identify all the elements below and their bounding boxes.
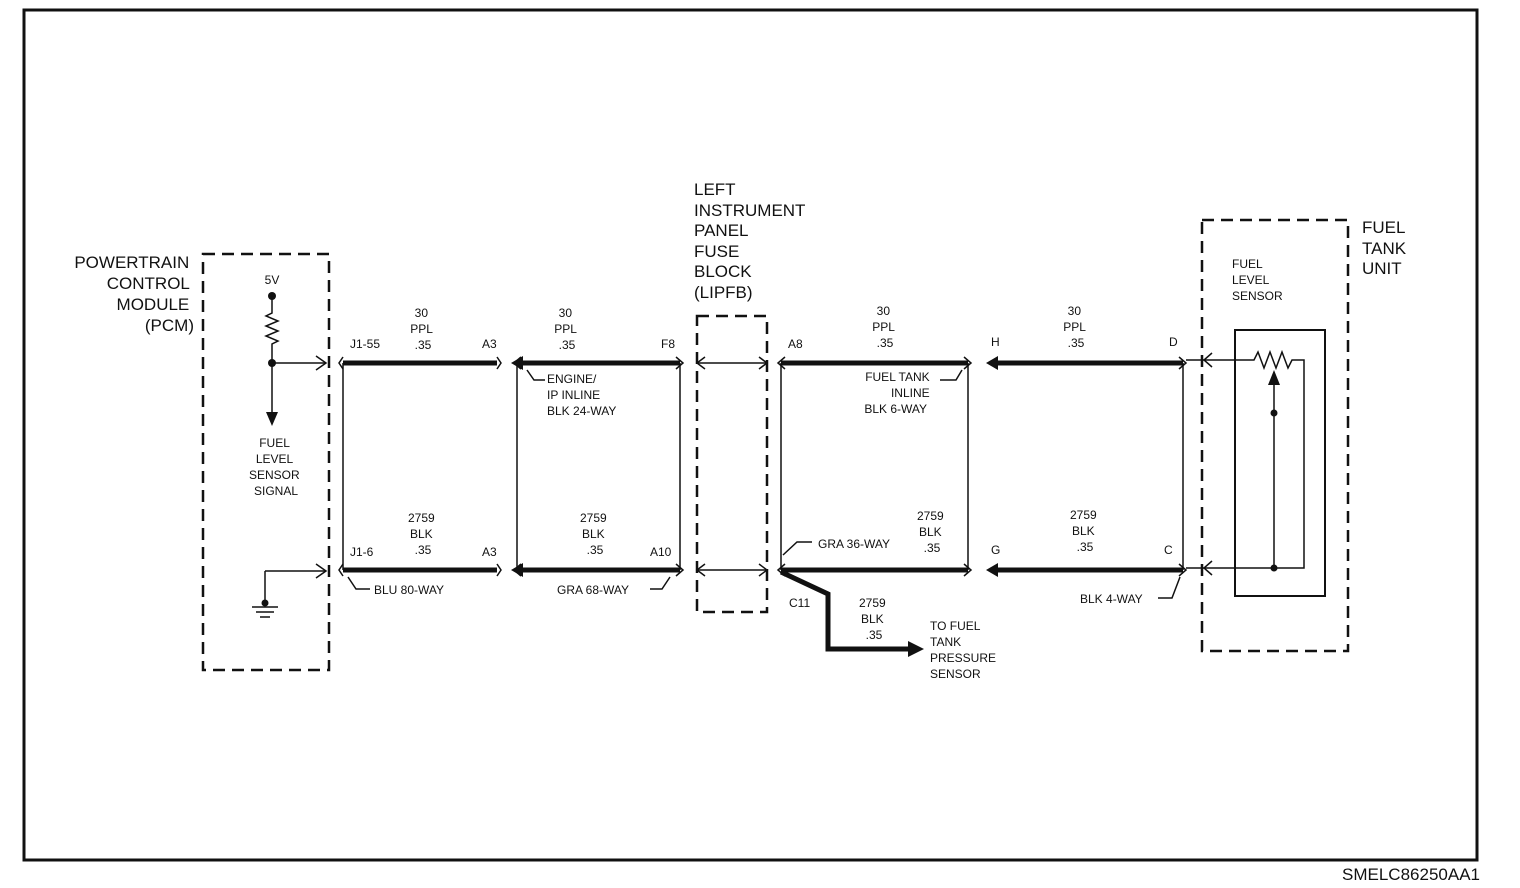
wire-labels: 30 PPL .35 30 PPL .35 30 PPL .35 30 PPL … (408, 304, 1100, 642)
connector-brackets (338, 356, 1188, 577)
signal-down-arrow (266, 412, 278, 426)
pin-g: G (991, 543, 1000, 557)
ground-arrow (315, 563, 328, 579)
wire-label-seg1-bottom: 2759 BLK .35 (408, 511, 438, 557)
pull-up-resistor (264, 296, 280, 363)
ground-node (261, 599, 269, 607)
leader-lines (347, 369, 1181, 599)
connector-gra-36-way: GRA 36-WAY (818, 537, 890, 551)
ground-icon (252, 606, 278, 618)
variable-resistor (1241, 349, 1305, 569)
pressure-sensor-label: TO FUEL TANK PRESSURE SENSOR (930, 619, 999, 681)
fuel-level-sensor-label: FUEL LEVEL SENSOR (1232, 257, 1283, 303)
connector-engine-ip-inline: ENGINE/ IP INLINE BLK 24-WAY (547, 372, 616, 418)
wiper-node (1270, 409, 1278, 417)
pin-c11: C11 (789, 596, 810, 610)
pin-h: H (991, 335, 1000, 349)
wire-label-seg2-top: 30 PPL .35 (554, 306, 580, 352)
connector-labels: BLU 80-WAY GRA 68-WAY ENGINE/ IP INLINE … (374, 370, 1143, 606)
fuel-tank-unit-title: FUEL TANK UNIT (1362, 218, 1411, 278)
pcm-module: POWERTRAIN CONTROL MODULE (PCM) 5V FUEL … (74, 252, 331, 672)
pin-j1-55: J1-55 (350, 337, 380, 351)
lipfb-title: LEFT INSTRUMENT PANEL FUSE BLOCK (LIPFB) (694, 180, 810, 302)
wires (342, 360, 1184, 657)
pcm-title: POWERTRAIN CONTROL MODULE (PCM) (74, 253, 194, 335)
fuel-tank-unit: FUEL TANK UNIT FUEL LEVEL SENSOR (1186, 218, 1411, 653)
connector-fuel-tank-inline: FUEL TANK INLINE BLK 6-WAY (864, 370, 933, 416)
pin-j1-6: J1-6 (350, 545, 374, 559)
signal-arrow (315, 355, 328, 371)
wire-label-seg3-top: 30 PPL .35 (872, 304, 898, 350)
pin-a8: A8 (788, 337, 803, 351)
pcm-box (201, 252, 331, 672)
figure-code: SMELC86250AA1 (1342, 865, 1480, 884)
sensor-box (1234, 329, 1326, 597)
pin-a3-top: A3 (482, 337, 497, 351)
lipfb-box (695, 314, 769, 614)
connector-blu-80-way: BLU 80-WAY (374, 583, 444, 597)
voltage-label: 5V (265, 273, 280, 287)
pin-d: D (1169, 335, 1178, 349)
wire-label-branch: 2759 BLK .35 (859, 596, 889, 642)
wire-branch-pressure-sensor (779, 569, 912, 652)
pin-c: C (1164, 543, 1173, 557)
branch-arrow (908, 641, 924, 657)
wire-label-seg4-bottom: 2759 BLK .35 (1070, 508, 1100, 554)
pin-f8: F8 (661, 337, 675, 351)
pin-labels: J1-55 J1-6 A3 A3 F8 A10 A8 C11 H G D C (350, 335, 1178, 610)
lipfb-top-arrows (695, 356, 769, 370)
wiper-arrow (1268, 370, 1280, 385)
sensor-bottom-arrow (1202, 560, 1213, 576)
sensor-ground-node (1270, 564, 1278, 572)
diagram-border (22, 8, 1479, 862)
wire-label-seg4-top: 30 PPL .35 (1063, 304, 1089, 350)
lipfb-bottom-arrows (695, 563, 769, 577)
wire-label-seg3-bottom: 2759 BLK .35 (917, 509, 947, 555)
connector-gra-68-way: GRA 68-WAY (557, 583, 629, 597)
pin-a3-bottom: A3 (482, 545, 497, 559)
pin-a10: A10 (650, 545, 672, 559)
connector-blk-4-way: BLK 4-WAY (1080, 592, 1143, 606)
wire-label-seg1-top: 30 PPL .35 (410, 306, 436, 352)
fuel-tank-unit-box (1200, 218, 1350, 653)
pcm-signal-label: FUEL LEVEL SENSOR SIGNAL (249, 436, 303, 498)
wire-label-seg2-bottom: 2759 BLK .35 (580, 511, 610, 557)
lipfb: LEFT INSTRUMENT PANEL FUSE BLOCK (LIPFB) (694, 180, 810, 614)
sensor-top-arrow (1202, 352, 1213, 368)
